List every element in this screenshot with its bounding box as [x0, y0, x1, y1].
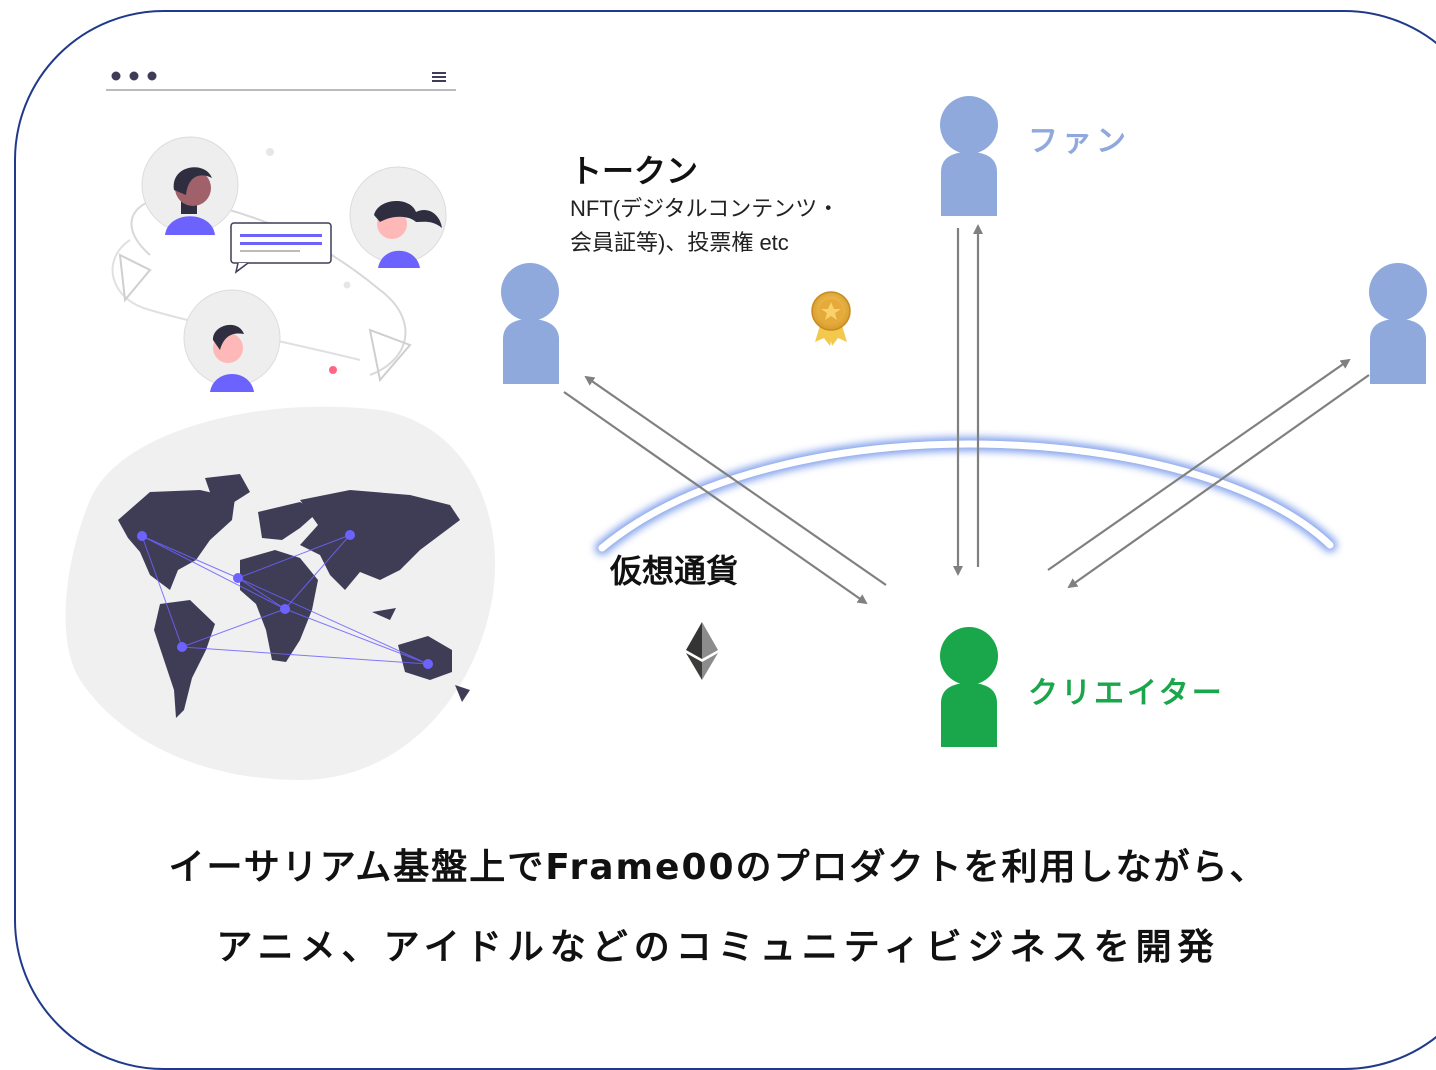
ethereum-icon	[686, 622, 718, 680]
browser-window-chrome	[106, 71, 456, 91]
diagram-canvas	[65, 71, 1427, 780]
menu-icon	[432, 72, 446, 82]
flow-arrows	[563, 224, 1370, 605]
person-icon	[501, 263, 559, 384]
avatar-woman	[349, 166, 447, 268]
token-description-line2: 会員証等)、投票権 etc	[570, 230, 789, 255]
token-description-line1: NFT(デジタルコンテンツ・	[570, 196, 840, 221]
caption-line-1: イーサリアム基盤上でFrame00のプロダクトを利用しながら、	[168, 847, 1268, 888]
community-chat-illustration	[111, 136, 447, 392]
creator-label: クリエイター	[1028, 676, 1225, 711]
person-icon	[940, 96, 998, 216]
avatar-man	[141, 136, 239, 235]
medal-icon	[811, 291, 851, 346]
avatar-boy	[183, 289, 281, 392]
person-icon	[940, 627, 998, 747]
world-map-illustration	[65, 406, 496, 780]
caption-line-2: アニメ、アイドルなどのコミュニティビジネスを開発	[216, 927, 1220, 968]
token-title: トークン	[570, 152, 699, 190]
chat-bubble-icon	[230, 222, 332, 274]
crypto-label: 仮想通貨	[610, 552, 739, 590]
token-description: NFT(デジタルコンテンツ・ 会員証等)、投票権 etc	[570, 192, 839, 260]
network-glow-arc	[595, 437, 1337, 555]
person-icon	[1369, 263, 1427, 384]
fan-label: ファン	[1028, 124, 1130, 159]
